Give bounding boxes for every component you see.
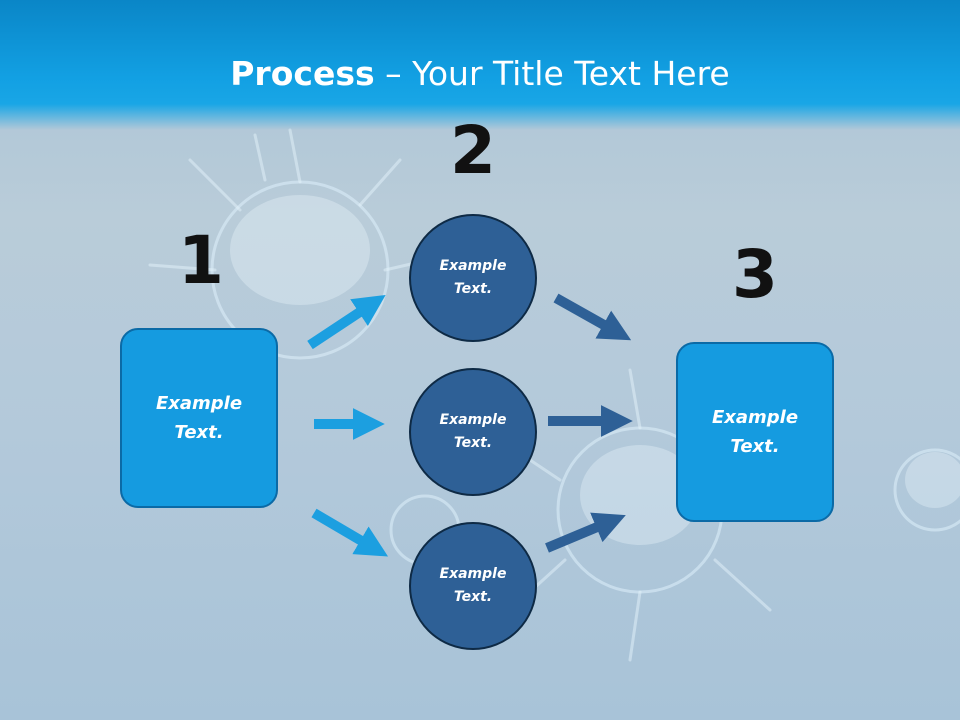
step-3-box[interactable]: Example Text. <box>676 342 834 522</box>
slide-title: Process – Your Title Text Here <box>0 50 960 98</box>
slide-title-bold: Process <box>230 54 375 93</box>
step-1-box[interactable]: Example Text. <box>120 328 278 508</box>
arrow-to-top-circle <box>307 294 386 350</box>
step-number-3: 3 <box>732 236 778 313</box>
arrow-from-bottom-circle <box>545 512 626 553</box>
circle-bottom-text: Example Text. <box>439 566 507 605</box>
step-number-1: 1 <box>178 222 224 299</box>
slide-title-rest: – Your Title Text Here <box>374 54 730 93</box>
step-2-circle-middle[interactable]: Example Text. <box>409 368 537 496</box>
title-band <box>0 0 960 130</box>
step-2-circle-top[interactable]: Example Text. <box>409 214 537 342</box>
circle-top-text: Example Text. <box>439 258 507 297</box>
step-2-circle-bottom[interactable]: Example Text. <box>409 522 537 650</box>
arrow-from-top-circle <box>553 293 632 341</box>
step-number-2: 2 <box>450 112 496 189</box>
arrow-to-bottom-circle <box>311 508 389 557</box>
circle-middle-text: Example Text. <box>439 412 507 451</box>
step-3-box-text: Example Text. <box>711 407 799 457</box>
step-1-box-text: Example Text. <box>155 393 243 443</box>
